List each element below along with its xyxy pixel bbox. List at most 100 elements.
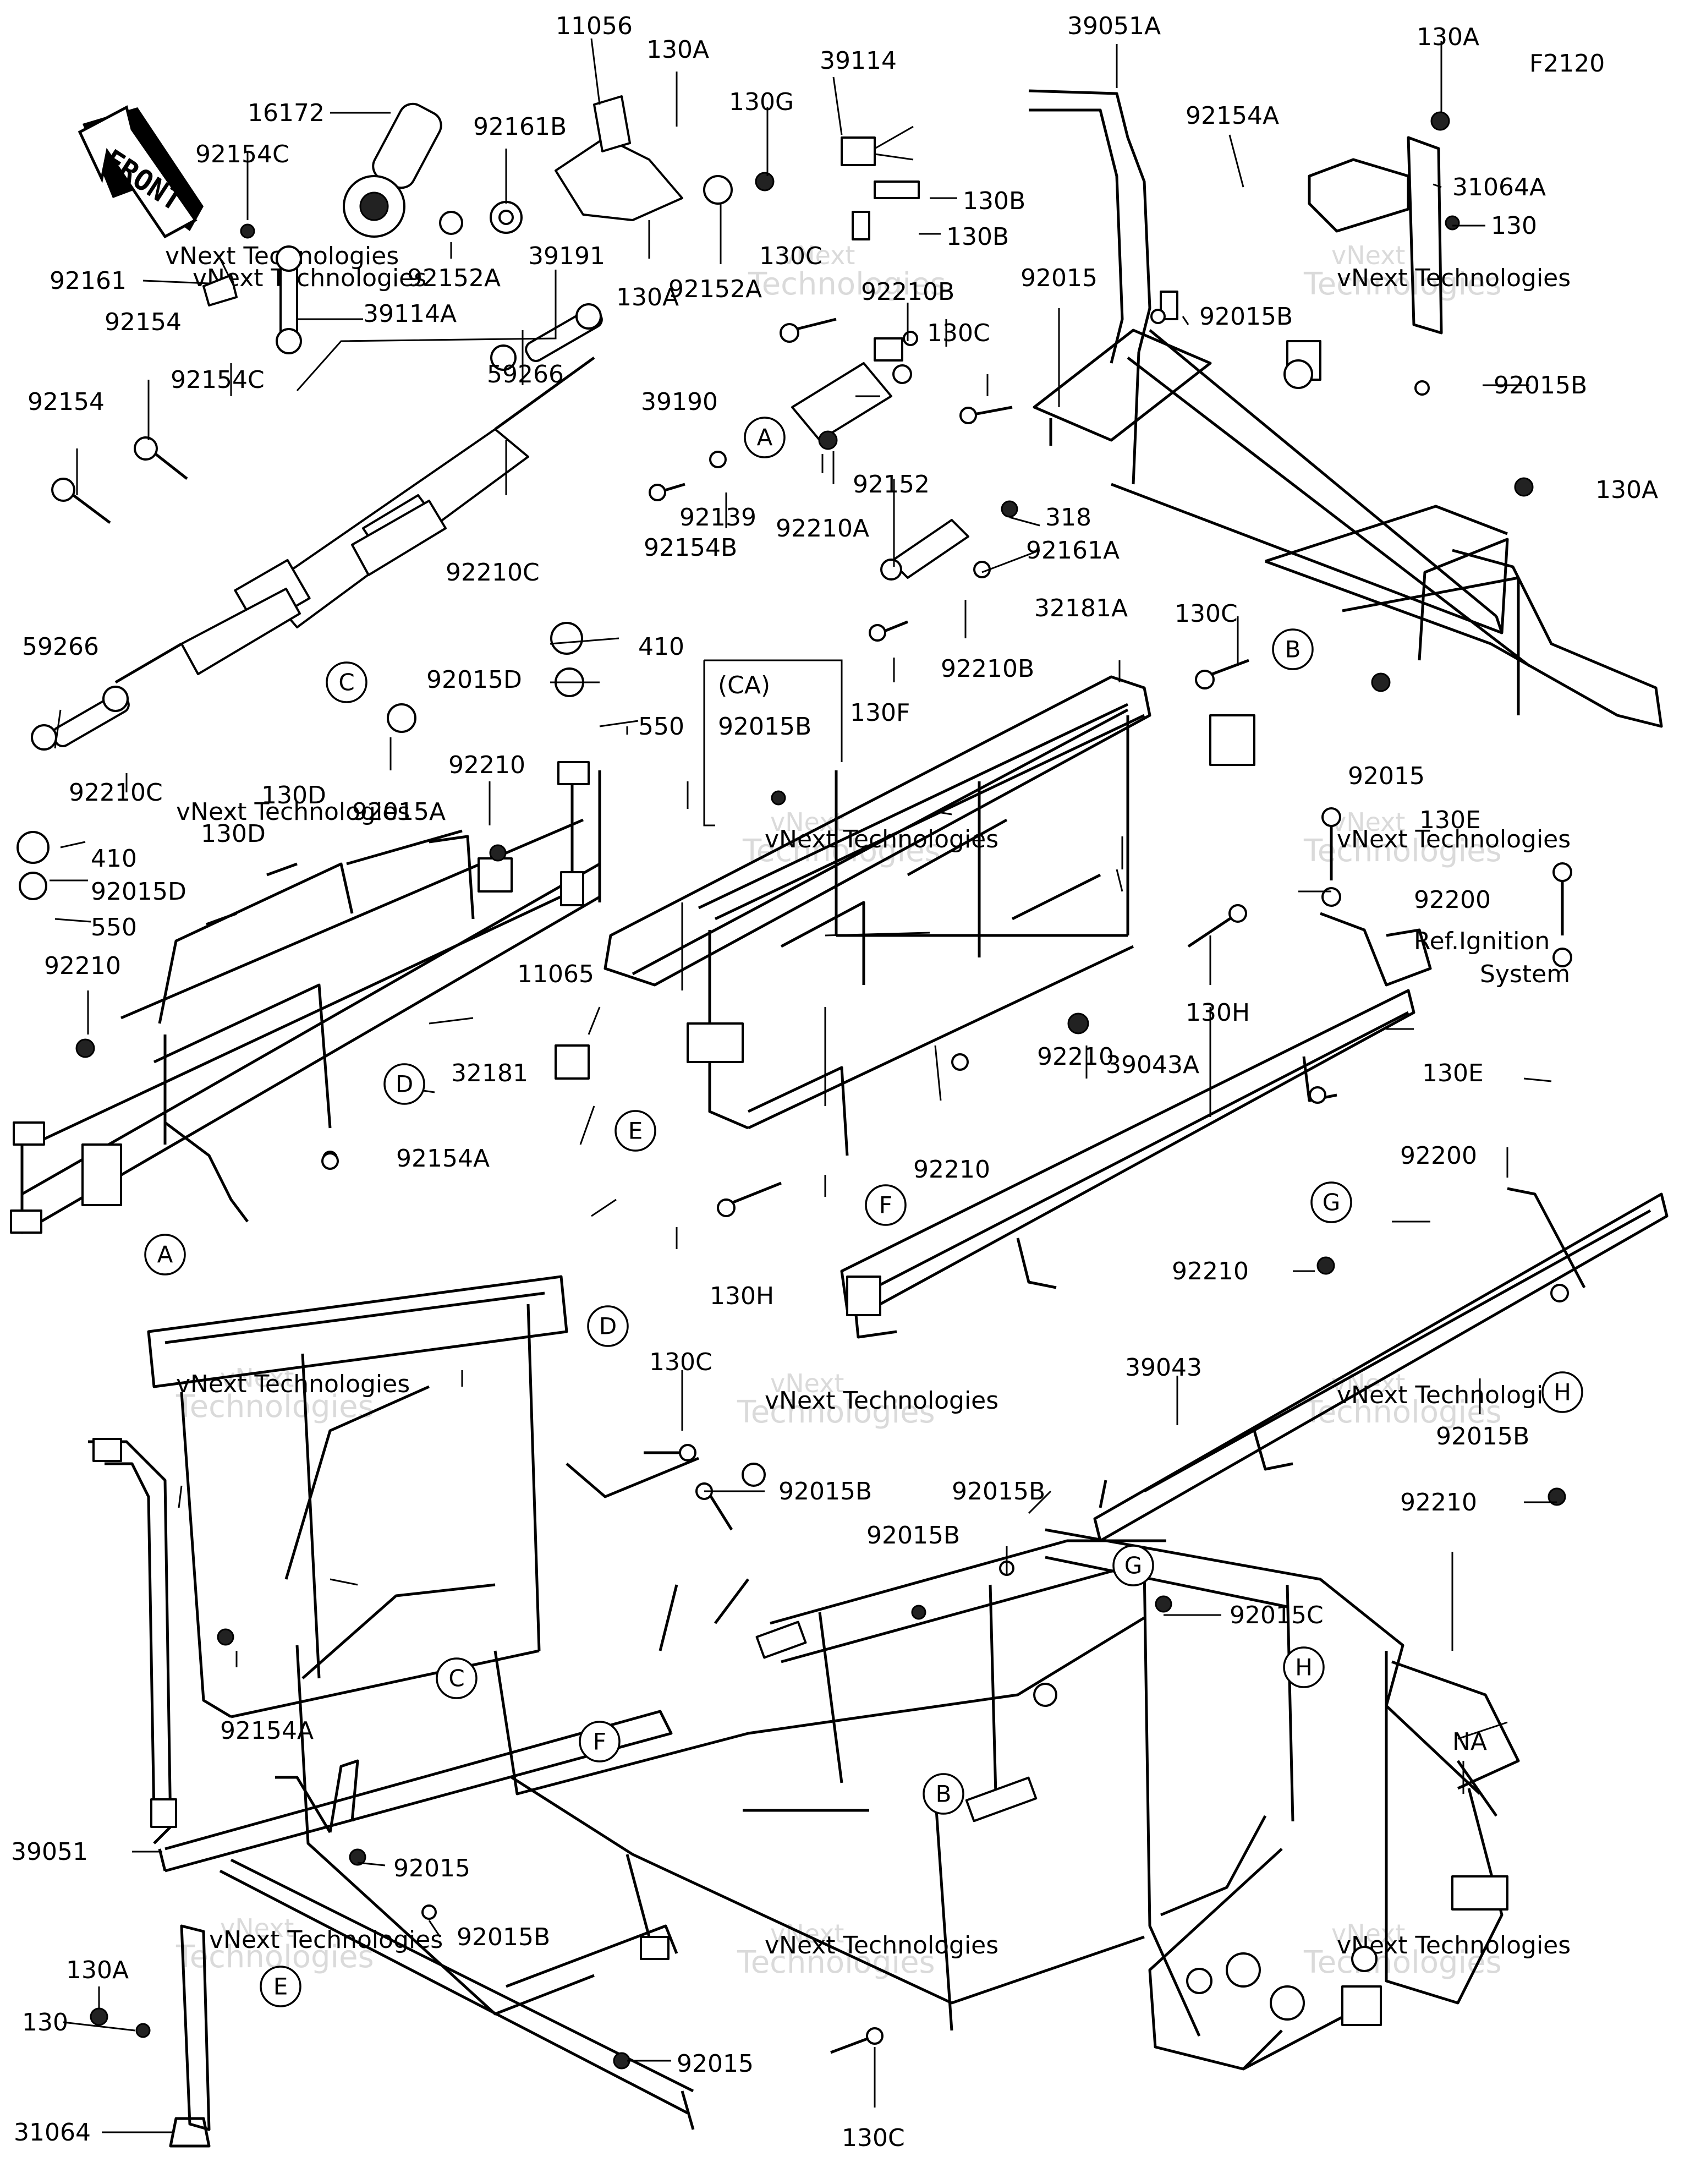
part-label: 39051 (11, 1838, 88, 1866)
front-frame-32181 (10, 761, 601, 1234)
part-label: 92015 (1020, 264, 1098, 292)
part-label: 92154A (1186, 102, 1279, 130)
watermark-small: vNext Technologies (1337, 1381, 1571, 1409)
callout-c: C (436, 1657, 478, 1699)
callout-letter: B (1285, 636, 1301, 663)
callout-letter: D (396, 1071, 413, 1098)
callout-e: E (260, 1966, 301, 2007)
part-label: 92210C (69, 779, 163, 807)
part-label: 130C (1175, 600, 1238, 628)
part-label: 92210A (776, 514, 869, 543)
part-label: 11065 (517, 960, 594, 988)
watermark: vNext (770, 1369, 844, 1398)
part-label: 92015B (778, 1477, 872, 1506)
part-label: 92152A (407, 264, 501, 292)
watermark: vNext (781, 240, 855, 270)
part-label: 92210 (1400, 1488, 1477, 1517)
watermark-small: vNext Technologies (176, 798, 410, 826)
part-label: 92015 (1348, 762, 1425, 790)
part-label: 92154 (28, 388, 105, 416)
part-label: 92154A (220, 1717, 314, 1745)
part-label: 92015 (393, 1854, 470, 1882)
part-label: 130A (646, 36, 709, 64)
watermark: Technologies (1303, 1394, 1502, 1430)
part-label: 92015B (952, 1477, 1045, 1506)
part-label: 32181A (1034, 594, 1128, 622)
part-label: 130C (927, 319, 990, 347)
callout-letter: B (936, 1781, 952, 1808)
part-label: 39114A (363, 300, 457, 328)
part-label: 130C (842, 2124, 905, 2152)
callout-letter: H (1554, 1379, 1571, 1406)
watermark: Technologies (1303, 833, 1502, 869)
callout-f: F (865, 1184, 907, 1226)
part-label: 31064 (14, 2119, 91, 2147)
part-label: 130A (1417, 23, 1479, 51)
part-label: 318 (1045, 503, 1091, 532)
part-label: 92015C (1230, 1601, 1324, 1629)
watermark: vNext (1331, 807, 1405, 837)
bracket-31064A (1150, 111, 1534, 692)
watermark-group: vNext Technologies vNext Technologies vN… (165, 240, 1571, 1980)
watermark: vNext (1331, 1919, 1405, 1948)
callout-a: A (744, 417, 786, 458)
callout-b: B (923, 1773, 964, 1815)
bracket-31064 (75, 790, 1572, 2148)
part-label: 130 (1491, 212, 1537, 240)
part-label: 92015B (1494, 371, 1587, 399)
part-label: 130G (729, 88, 794, 116)
part-label: 130 (22, 2008, 68, 2037)
callout-b: B (1272, 628, 1314, 670)
callout-letter: E (628, 1118, 643, 1145)
part-label: 92210C (446, 559, 540, 587)
part-label: 92210 (913, 1156, 990, 1184)
rear-frame-39051 (88, 1438, 695, 2130)
part-label: 92161B (473, 113, 567, 141)
steering-gearbox-assembly (17, 95, 920, 900)
part-label: 92152 (853, 470, 930, 499)
part-label: 92015B (1199, 303, 1293, 331)
callout-h: H (1541, 1371, 1583, 1413)
part-label: NA (1452, 1728, 1487, 1756)
part-label: 31064A (1452, 173, 1546, 201)
part-label: 11056 (556, 12, 633, 40)
watermark: vNext (220, 1913, 294, 1943)
callout-letter: A (757, 424, 773, 451)
part-label: 92154 (105, 308, 182, 336)
reference-note-line-1: Ref.Ignition (1414, 927, 1550, 955)
part-label: 92161A (1026, 537, 1120, 565)
part-label: 130A (66, 1956, 129, 1984)
part-label: 130E (1419, 806, 1481, 834)
part-label: 92015D (91, 878, 186, 906)
part-label: 92152A (668, 275, 762, 303)
part-label: 92210 (448, 751, 525, 779)
callout-a: A (144, 1234, 186, 1276)
watermark: Technologies (175, 1389, 374, 1425)
figure-id: F2120 (1529, 50, 1605, 78)
part-label: 92139 (679, 503, 756, 532)
part-label: 92161 (50, 267, 127, 295)
part-label: 39043A (1106, 1051, 1199, 1079)
part-label: 92154C (195, 140, 289, 168)
main-frame (147, 1275, 1520, 2071)
part-label: 92200 (1400, 1142, 1477, 1170)
watermark-small: vNext Technologies (176, 1370, 410, 1398)
watermark: Technologies (748, 266, 946, 302)
side-frame-39043 (1093, 1187, 1669, 1542)
watermark: vNext (1331, 240, 1405, 270)
part-label: 410 (91, 845, 137, 873)
callout-f: F (579, 1721, 621, 1762)
seat-frame-32181A (603, 675, 1255, 1156)
callout-letter: G (1323, 1189, 1341, 1216)
callout-d: D (587, 1305, 629, 1347)
callout-letter: A (157, 1241, 173, 1268)
part-label: 92210 (1172, 1257, 1249, 1285)
part-label: 130H (710, 1282, 774, 1310)
callout-letter: H (1295, 1654, 1313, 1681)
part-label: 130A (616, 283, 679, 311)
part-label: 39191 (528, 242, 605, 270)
callout-g: G (1310, 1181, 1352, 1223)
part-label: 39043 (1125, 1354, 1202, 1382)
part-label: 130F (850, 699, 910, 727)
